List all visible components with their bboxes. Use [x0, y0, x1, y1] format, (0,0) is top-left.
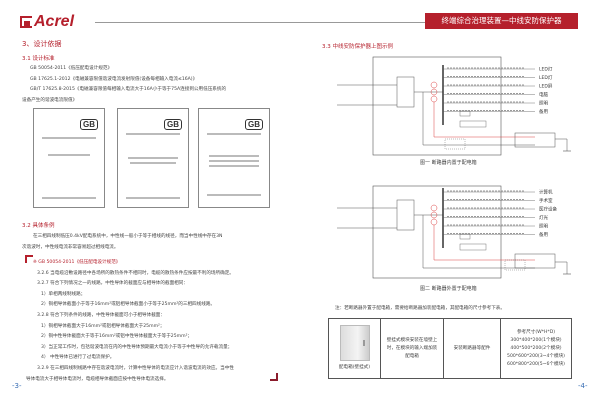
signal-line: [433, 225, 535, 261]
table-note: 注：若断路器外置于配电箱，需要给断路器加装配电箱，其配电箱的尺寸参考下表。: [335, 306, 505, 311]
section-title: 3、设计依据: [22, 40, 62, 48]
cabinet-size-table: 配电箱(壁挂式) 壁挂式模块安装在墙壁上时，在模块的输入端加装配电箱 安装断路器…: [328, 318, 572, 379]
standard-line: 设备产生的谐波电流限值》: [22, 98, 78, 103]
enclosure-box: [372, 56, 502, 156]
page-number-left: -3-: [12, 382, 22, 390]
subsection-title: 3.2 具体条例: [22, 223, 55, 229]
cabinet-cell: 配电箱(壁挂式): [328, 318, 381, 379]
load-label: 照明: [539, 224, 548, 230]
purpose-cell: 安装断路器等配件: [443, 318, 501, 379]
figure-caption: 图一 断路器内置于配电箱: [420, 160, 477, 166]
current-transformer: [430, 88, 438, 96]
load-label: 电脑: [539, 91, 548, 98]
quote-line: 3.2.8 符合下列条件的线路，中性导体截面可小于相导体截面：: [37, 313, 165, 318]
load-label: LED屏: [539, 84, 553, 90]
standard-cover-image: GB: [198, 108, 270, 208]
size-cell: 参考尺寸(W*H*D) 300*400*200(1个模块) 400*500*20…: [500, 318, 572, 379]
load-label: 备用: [539, 108, 548, 115]
ground-line: [555, 261, 568, 274]
quote-line: 导体电流大于相导体电流时，电缆相导体截面应按中性导体电流选择。: [26, 376, 169, 382]
quote-line: 2）铜中性导体截面大于等于16mm²或铝中性导体截面大于等于25mm²；: [41, 334, 193, 340]
quote-line: 3）当正常工作时，包括谐波电流在内的中性导体预期最大电流小于等于中性导的允许载流…: [41, 344, 233, 350]
load-label: 计算机: [539, 189, 553, 196]
neutral-line: [422, 215, 535, 269]
size-option: 500*600*200(3~4个模块): [507, 353, 565, 359]
quote-bracket-open: [25, 255, 33, 263]
page-number-right: -4-: [578, 382, 588, 390]
header-banner: 终端综合治理装置—中线安防保护器: [425, 13, 578, 29]
paragraph-line: 次谐波时，中性线电流非常容易超过相线电流。: [22, 245, 119, 250]
current-transformer: [430, 211, 438, 219]
paragraph-line: 在三相四线制低压0.4kV配电系统中，中性线一般小于等于相线的线径，而当中性线中…: [33, 234, 223, 239]
logo-mark-icon: [20, 16, 32, 28]
controller-icon: [459, 243, 487, 251]
description-cell: 壁挂式模块安装在墙壁上时，在模块的输入端加装配电箱: [380, 318, 444, 379]
standard-cover-image: GB: [33, 108, 105, 208]
standard-cover-image: GB: [117, 108, 189, 208]
subsection-title: 3.1 设计标准: [22, 56, 55, 62]
subsection-title: 3.3 中线安防保护器上图示例: [322, 44, 393, 50]
current-transformer: [430, 81, 438, 89]
cabinet-image: [339, 325, 370, 361]
current-transformer: [430, 204, 438, 212]
load-label: 灯光: [539, 214, 548, 221]
ground-line: [555, 138, 568, 151]
quote-line: 3.2.7 符合下列情况之一的线路，中性导体的截面应与相导体的截面相同：: [37, 281, 188, 287]
controller-icon: [459, 120, 487, 128]
neutral-line: [422, 92, 535, 146]
quote-line: 3.2.9 在三相四线制线路中存在谐波电流时，计算中性导体的电流应计入谐波电流的…: [37, 366, 234, 371]
size-option: 400*500*200(2个模块): [510, 345, 562, 351]
load-label: 照明: [539, 101, 548, 107]
current-transformer: [430, 95, 438, 103]
standard-line: GB 50054-2011《低压配电设计规范》: [30, 66, 113, 71]
meter-icon: [459, 233, 471, 240]
ats-switch: [396, 199, 415, 231]
quote-line: ※ GB 50054-2011《低压配电设计规范》: [33, 260, 121, 265]
quote-bracket-close: [270, 373, 278, 381]
protector-device: [514, 132, 556, 148]
signal-line: [433, 102, 535, 138]
ats-switch: [396, 76, 415, 108]
meter-icon: [459, 110, 471, 117]
standard-line: GB 17625.1-2012《电磁兼容限值谐波电流发射限值(设备每相输入电流≤…: [30, 77, 198, 82]
load-label: 备用: [539, 231, 548, 238]
quote-line: 1）铜相导体截面大于16mm²或铝相导体截面大于25mm²；: [41, 323, 165, 329]
size-title: 参考尺寸(W*H*D): [516, 329, 556, 335]
load-label: 医疗设备: [539, 206, 557, 213]
load-label: LED灯: [539, 74, 553, 81]
protector-device: [514, 253, 556, 269]
size-option: 600*800*200(5~6个模块): [507, 361, 565, 367]
header-divider: [95, 22, 425, 23]
standard-line: GB/T 17625.8-2015《电磁兼容限值每相输入电流大于16A小于等于7…: [30, 87, 227, 92]
breaker: [444, 138, 466, 150]
figure-caption: 图二 断路器外置于配电箱: [420, 286, 477, 292]
load-label: 手术室: [539, 197, 553, 204]
quote-line: 1）单相两线制线路；: [41, 291, 86, 297]
acrel-logo: Acrel: [20, 13, 74, 31]
quote-line: 4） 中性导体已进行了过电流保护。: [41, 355, 115, 361]
logo-text: Acrel: [34, 13, 75, 30]
current-transformer: [430, 218, 438, 226]
load-label: LED灯: [539, 66, 553, 73]
size-option: 300*400*200(1个模块): [510, 337, 562, 343]
enclosure-box: [372, 185, 502, 279]
quote-line: 3.2.6 当电缆沿敷设路径中各场所的散热条件不相同时，电缆的散热条件应按最不利…: [37, 270, 234, 276]
breaker: [504, 259, 526, 271]
cabinet-label: 配电箱(壁挂式): [338, 365, 371, 370]
quote-line: 2）铜相导体截面小于等于16mm²或铝相导体截面小于等于25mm²的三相四线线路…: [41, 302, 216, 308]
